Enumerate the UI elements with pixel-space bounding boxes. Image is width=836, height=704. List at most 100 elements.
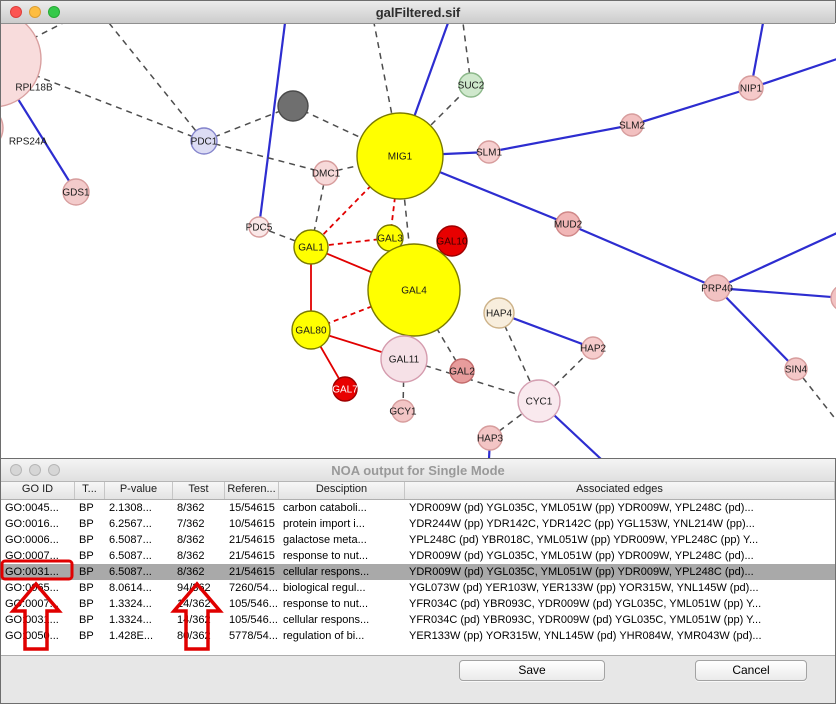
network-node-gal1[interactable]: GAL1 (293, 229, 329, 265)
close-button[interactable] (10, 6, 22, 18)
table-cell: 21/54615 (229, 550, 275, 562)
table-cell: GO:0031... (5, 614, 59, 626)
network-node-gal10[interactable]: GAL10 (436, 225, 468, 257)
network-node-gal2[interactable]: GAL2 (449, 358, 475, 384)
network-node-gal80[interactable]: GAL80 (291, 310, 331, 350)
network-node-suc2[interactable]: SUC2 (458, 72, 485, 98)
network-edge[interactable] (402, 358, 405, 412)
save-button[interactable]: Save (459, 660, 605, 681)
network-edge[interactable] (257, 23, 287, 228)
zoom-button[interactable] (48, 464, 60, 476)
network-edge[interactable] (203, 140, 327, 174)
network-node-hap3[interactable]: HAP3 (477, 425, 504, 451)
column-header-t[interactable]: T... (75, 481, 105, 499)
network-node-pdc1[interactable]: PDC1 (190, 127, 218, 155)
table-cell: 1.3324... (109, 598, 152, 610)
table-cell: 21/54615 (229, 534, 275, 546)
column-header-p-value[interactable]: P-value (105, 481, 173, 499)
network-node-rpl18b[interactable]: RPL18B (1, 23, 53, 108)
network-edge[interactable] (292, 105, 401, 157)
network-node-gal4[interactable]: GAL4 (367, 243, 461, 337)
network-node-nip1[interactable]: NIP1 (738, 75, 764, 101)
network-node-gray1[interactable] (277, 90, 309, 122)
network-node-hap4[interactable]: HAP4 (483, 297, 515, 329)
table-cell: response to nut... (283, 598, 368, 610)
table-cell: 80/362 (177, 630, 211, 642)
table-cell: protein import i... (283, 518, 365, 530)
column-header-go-id[interactable]: GO ID (1, 481, 75, 499)
network-node-hap2[interactable]: HAP2 (580, 336, 607, 360)
table-cell: BP (79, 614, 94, 626)
network-edge[interactable] (203, 105, 294, 142)
table-cell: galactose meta... (283, 534, 367, 546)
network-window-titlebar[interactable]: galFiltered.sif (1, 1, 835, 24)
network-node-slm1[interactable]: SLM1 (476, 140, 503, 164)
table-cell: BP (79, 550, 94, 562)
table-cell: YDR009W (pd) YGL035C, YML051W (pp) YDR00… (409, 566, 754, 578)
network-edge[interactable] (631, 86, 752, 127)
table-cell: YDR009W (pd) YGL035C, YML051W (pp) YDR00… (409, 502, 754, 514)
table-cell: 1.3324... (109, 614, 152, 626)
network-edge[interactable] (310, 155, 401, 248)
column-header-desciption[interactable]: Desciption (279, 481, 405, 499)
network-node-gal7[interactable]: GAL7 (332, 376, 358, 402)
network-edge[interactable] (488, 123, 633, 154)
table-cell: BP (79, 582, 94, 594)
network-node-mig1[interactable]: MIG1 (356, 112, 444, 200)
column-header-test[interactable]: Test (173, 481, 225, 499)
table-cell: 14/362 (177, 614, 211, 626)
network-node-prp40[interactable]: PRP40 (701, 274, 733, 302)
table-cell: 6.5087... (109, 566, 152, 578)
network-node-sin4[interactable]: SIN4 (784, 357, 808, 381)
network-node-gds1[interactable]: GDS1 (62, 178, 90, 206)
table-cell: 6.5087... (109, 550, 152, 562)
network-node-gal11[interactable]: GAL11 (380, 335, 428, 383)
network-edge[interactable] (389, 155, 401, 239)
table-cell: GO:0065... (5, 582, 59, 594)
table-cell: biological regul... (283, 582, 366, 594)
network-node-gcy1[interactable]: GCY1 (389, 399, 417, 423)
network-node-slm2[interactable]: SLM2 (619, 113, 646, 137)
minimize-button[interactable] (29, 6, 41, 18)
network-node-mud2[interactable]: MUD2 (554, 211, 583, 237)
table-cell: GO:0006... (5, 534, 59, 546)
network-edge[interactable] (750, 58, 836, 90)
table-cell: cellular respons... (283, 566, 370, 578)
network-edge[interactable] (108, 23, 205, 142)
network-edge[interactable] (716, 286, 836, 299)
network-node-rps24a[interactable]: RPS24A (1, 106, 48, 150)
table-cell: BP (79, 598, 94, 610)
network-edge[interactable] (716, 287, 797, 370)
minimize-button[interactable] (29, 464, 41, 476)
table-cell: YDR244W (pp) YDR142C, YDR142C (pp) YGL15… (409, 518, 755, 530)
table-cell: 15/54615 (229, 502, 275, 514)
table-cell: BP (79, 630, 94, 642)
table-cell: BP (79, 566, 94, 578)
network-node-edger[interactable] (830, 285, 836, 311)
noa-window-titlebar[interactable]: NOA output for Single Mode (1, 459, 835, 482)
network-node-pdc5[interactable]: PDC5 (246, 216, 273, 238)
network-edge[interactable] (498, 311, 594, 350)
column-header-referen[interactable]: Referen... (225, 481, 279, 499)
close-button[interactable] (10, 464, 22, 476)
network-edge[interactable] (716, 232, 836, 289)
table-cell: 8/362 (177, 550, 205, 562)
network-node-cyc1[interactable]: CYC1 (517, 379, 561, 423)
zoom-button[interactable] (48, 6, 60, 18)
table-cell: BP (79, 534, 94, 546)
column-header-associated-edges[interactable]: Associated edges (405, 481, 835, 499)
cancel-button[interactable]: Cancel (695, 660, 807, 681)
network-node-dmc1[interactable]: DMC1 (312, 160, 341, 186)
network-edge[interactable] (567, 222, 718, 290)
